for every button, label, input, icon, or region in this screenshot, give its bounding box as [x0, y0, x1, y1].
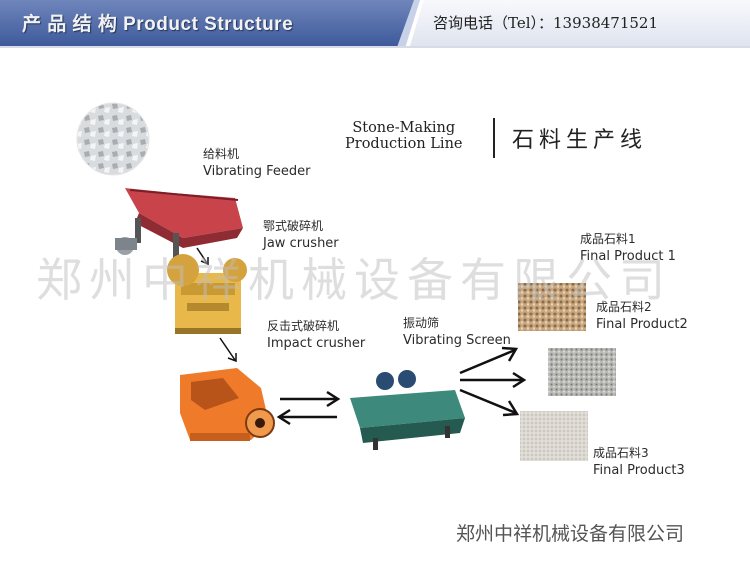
header-divider — [0, 46, 750, 48]
vibrating-feeder-machine — [115, 188, 243, 258]
page-title: 产 品 结 构 Product Structure — [22, 14, 294, 35]
title-divider — [493, 118, 495, 158]
vibrating-screen-machine — [350, 370, 465, 450]
final-product-3-image — [520, 411, 588, 461]
label-vibrating-feeder: 给料机 Vibrating Feeder — [203, 147, 311, 179]
label-jaw-crusher: 鄂式破碎机 Jaw crusher — [263, 219, 339, 251]
jaw-crusher-machine — [167, 254, 247, 334]
page-header: 产 品 结 构 Product Structure 咨询电话（Tel）：1393… — [0, 0, 750, 46]
line-title-chinese: 石料生产线 — [512, 128, 648, 153]
final-product-1-image — [518, 283, 586, 331]
label-final-product-3: 成品石料3 Final Product3 — [593, 446, 685, 478]
company-watermark: 郑州中祥机械设备有限公司 — [36, 253, 672, 307]
company-name-footer: 郑州中祥机械设备有限公司 — [456, 523, 685, 545]
diagram-graphics — [76, 102, 616, 461]
label-vibrating-screen: 振动筛 Vibrating Screen — [403, 316, 511, 348]
label-final-product-2: 成品石料2 Final Product2 — [596, 300, 688, 332]
raw-stone-image — [76, 102, 150, 176]
header-contact-band — [410, 0, 750, 46]
flow-arrows — [276, 346, 527, 426]
final-product-2-image — [548, 348, 616, 396]
line-title-english: Stone-Making Production Line — [345, 120, 463, 152]
contact-phone: 咨询电话（Tel）：13938471521 — [433, 14, 658, 32]
production-line-diagram: Stone-Making Production Line 石料生产线 给料机 V… — [55, 78, 705, 498]
header-title-band — [0, 0, 414, 46]
label-final-product-1: 成品石料1 Final Product 1 — [580, 232, 676, 264]
impact-crusher-machine — [180, 368, 275, 441]
feed-arrows — [196, 247, 237, 363]
label-impact-crusher: 反击式破碎机 Impact crusher — [267, 319, 366, 351]
